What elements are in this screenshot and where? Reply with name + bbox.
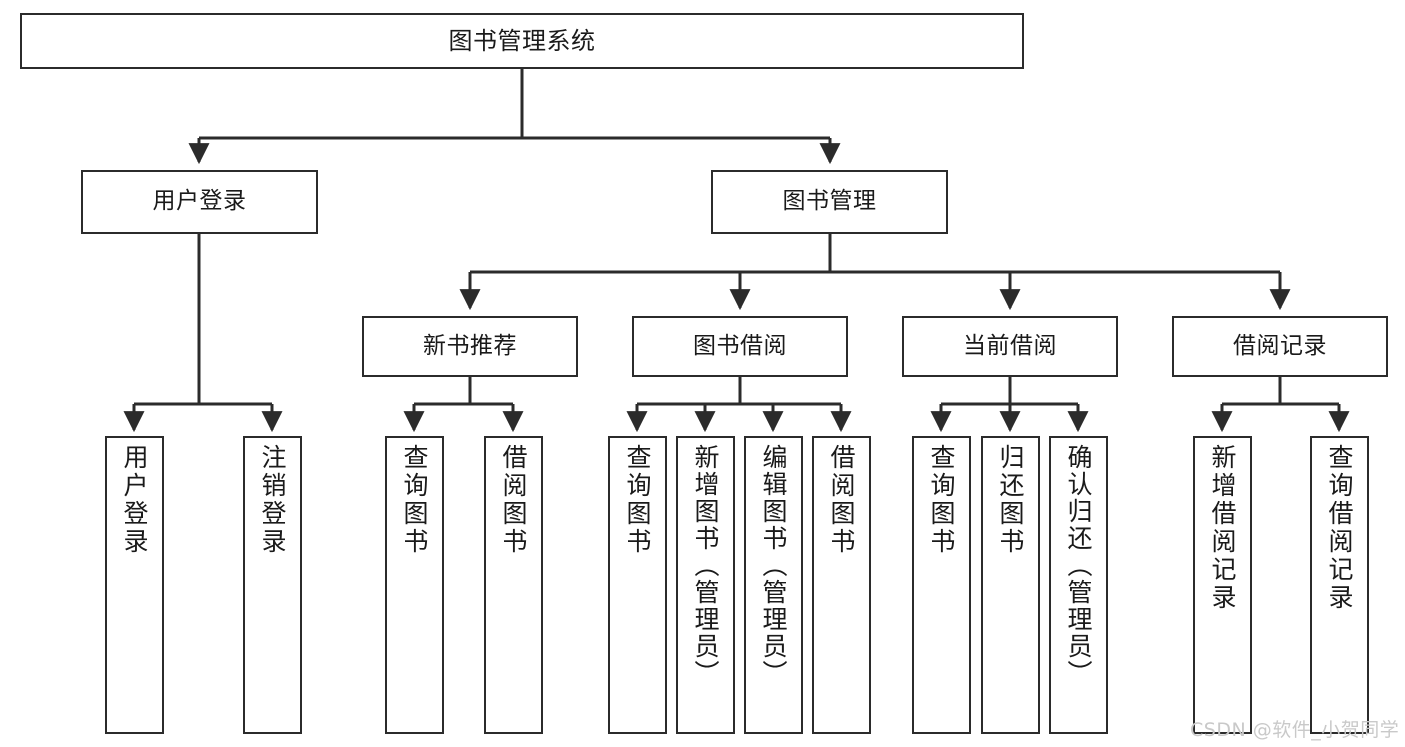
leaf-add-book-admin[interactable]: 新增图书（管理员）	[676, 436, 735, 734]
leaf-return-book[interactable]: 归还图书	[981, 436, 1040, 734]
leaf-confirm-return-admin[interactable]: 确认归还（管理员）	[1049, 436, 1108, 734]
node-label: 查询借阅记录	[1325, 444, 1354, 612]
leaf-borrow-book-recommend[interactable]: 借阅图书	[484, 436, 543, 734]
node-book-management[interactable]: 图书管理	[711, 170, 948, 234]
leaf-query-borrow-record[interactable]: 查询借阅记录	[1310, 436, 1369, 734]
node-label: 图书管理	[782, 188, 877, 215]
leaf-edit-book-admin[interactable]: 编辑图书（管理员）	[744, 436, 803, 734]
node-label: 查询图书	[400, 444, 429, 556]
leaf-query-book-borrow[interactable]: 查询图书	[608, 436, 667, 734]
node-label: 新书推荐	[423, 332, 517, 359]
leaf-borrow-book[interactable]: 借阅图书	[812, 436, 871, 734]
node-borrow-record[interactable]: 借阅记录	[1172, 316, 1388, 377]
node-label: 图书管理系统	[448, 26, 596, 55]
node-label: 归还图书	[996, 444, 1025, 556]
node-current-borrow[interactable]: 当前借阅	[902, 316, 1118, 377]
node-label: 用户登录	[152, 188, 247, 215]
node-label: 借阅图书	[499, 444, 528, 556]
node-label: 图书借阅	[693, 332, 787, 359]
node-label: 新增借阅记录	[1208, 444, 1237, 612]
node-root-system[interactable]: 图书管理系统	[20, 13, 1024, 69]
leaf-query-book-recommend[interactable]: 查询图书	[385, 436, 444, 734]
node-label: 注销登录	[258, 444, 287, 556]
node-label: 用户登录	[120, 444, 149, 556]
leaf-user-logout[interactable]: 注销登录	[243, 436, 302, 734]
node-label: 借阅图书	[827, 444, 856, 556]
node-label: 查询图书	[927, 444, 956, 556]
node-label: 查询图书	[623, 444, 652, 556]
node-new-book-recommend[interactable]: 新书推荐	[362, 316, 578, 377]
leaf-user-login[interactable]: 用户登录	[105, 436, 164, 734]
leaf-query-book-current[interactable]: 查询图书	[912, 436, 971, 734]
node-label: 当前借阅	[963, 332, 1057, 359]
node-user-login[interactable]: 用户登录	[81, 170, 318, 234]
node-book-borrow[interactable]: 图书借阅	[632, 316, 848, 377]
csdn-watermark: CSDN @软件_小贺同学	[1190, 719, 1400, 741]
node-label: 新增图书（管理员）	[691, 444, 720, 687]
node-label: 编辑图书（管理员）	[759, 444, 788, 687]
leaf-add-borrow-record[interactable]: 新增借阅记录	[1193, 436, 1252, 734]
node-label: 确认归还（管理员）	[1064, 444, 1093, 687]
node-label: 借阅记录	[1233, 332, 1327, 359]
